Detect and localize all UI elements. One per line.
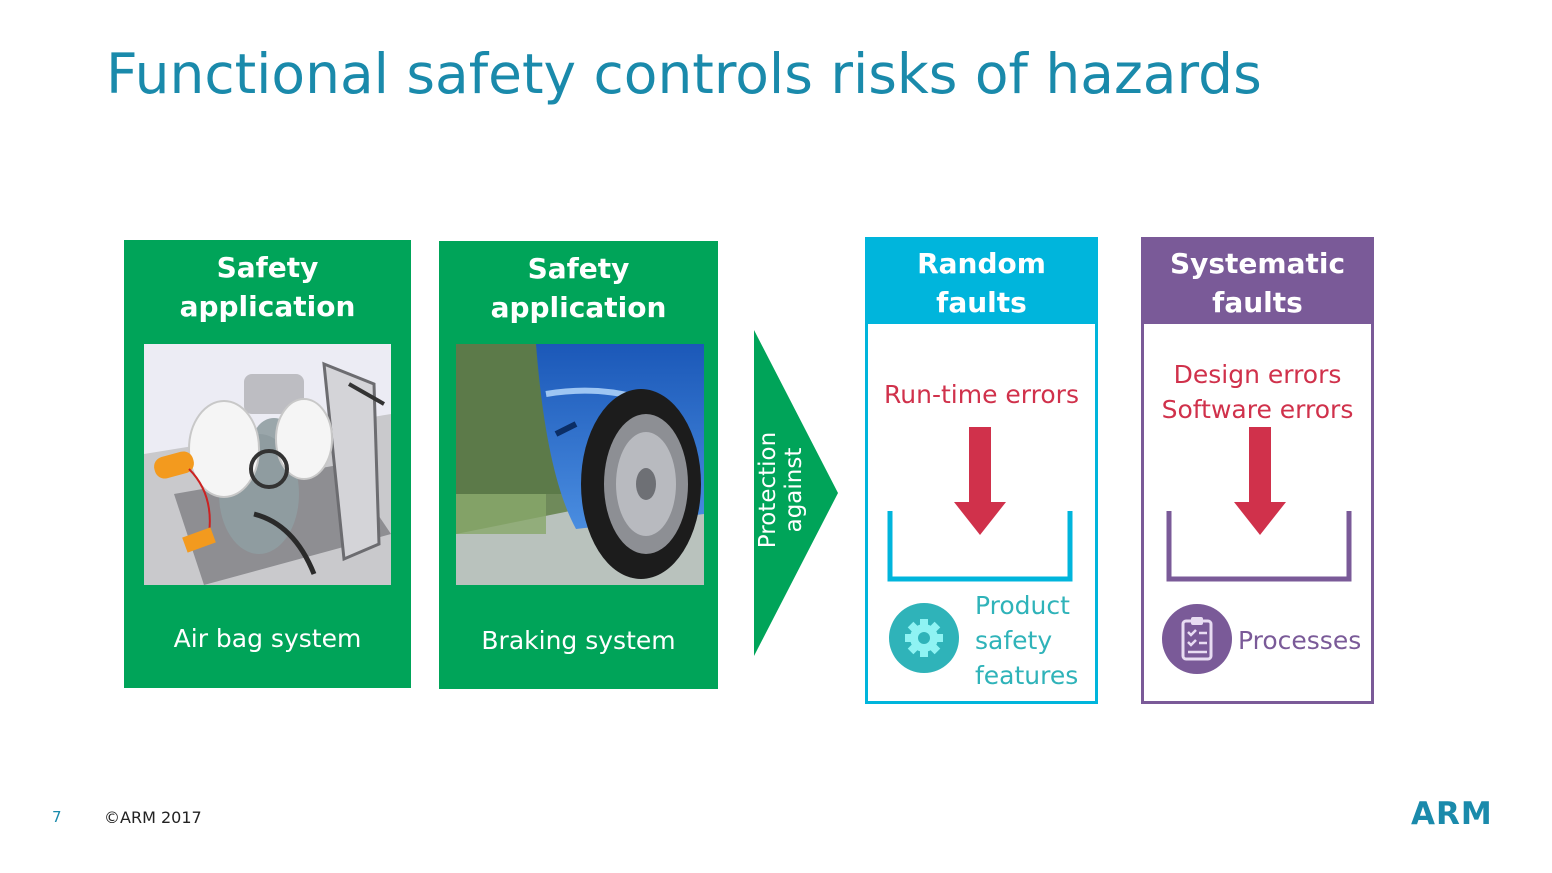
car-wheel-photo [456,344,704,585]
fault-header-line2: faults [1212,286,1303,319]
software-errors-label: Software errors [1161,395,1354,424]
slide-page-number: 7 [52,808,62,826]
slide-title: Functional safety controls risks of haza… [106,42,1262,106]
arm-logo: ARM [1411,796,1493,832]
down-arrow-icon [1234,427,1286,535]
processes-label: Processes [1238,626,1362,655]
application-card-header: Safety application [124,248,411,326]
airbag-illustration [144,344,391,585]
card-header-line2: application [490,291,667,324]
application-caption: Air bag system [173,624,362,653]
systematic-faults-header: Systematic faults [1144,240,1371,324]
gear-icon [889,603,959,673]
application-caption: Braking system [481,626,676,655]
arrow-label-line1: Protection [755,431,781,549]
card-header-line2: application [179,290,356,323]
feature-line: features [975,661,1079,690]
bucket-icon [887,511,1073,582]
down-arrow-icon [954,427,1006,535]
systematic-errors-label: Design errors Software errors [1144,357,1371,427]
feature-line: Product [975,591,1070,620]
application-card-header: Safety application [439,249,718,327]
bucket-icon [1166,511,1352,582]
feature-line: safety [975,626,1053,655]
protection-arrow [754,330,838,656]
card-header-line1: Safety [216,251,319,284]
random-faults-header: Random faults [868,240,1095,324]
arrow-label-line2: against [781,447,807,533]
card-header-line1: Safety [527,252,630,285]
application-card-braking: Safety application Braking system [439,241,718,689]
fault-header-line2: faults [936,286,1027,319]
random-faults-box: Random faults Run-time errors Product [865,237,1098,704]
design-errors-label: Design errors [1173,360,1342,389]
fault-header-line1: Random [917,247,1046,280]
application-card-airbag: Safety application Air bag system [124,240,411,688]
systematic-faults-box: Systematic faults Design errors Software… [1141,237,1374,704]
fault-header-line1: Systematic [1169,247,1346,280]
protection-against-label: Protection against [755,390,815,590]
run-time-errors-label: Run-time errors [884,380,1079,409]
copyright-text: ©ARM 2017 [104,808,202,827]
clipboard-checklist-icon [1162,604,1232,674]
product-safety-features-label: Product safety features [975,588,1078,693]
